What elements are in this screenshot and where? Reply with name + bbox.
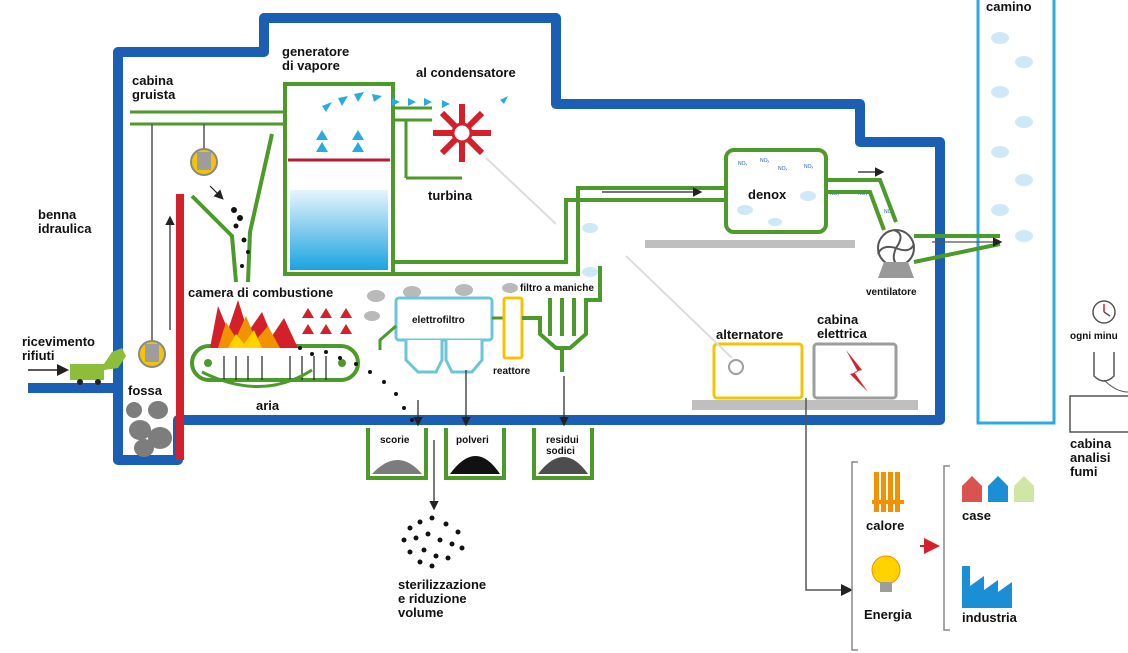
- electrostatic-filter-label: elettrofiltro: [412, 315, 465, 326]
- reactor-label: reattore: [493, 366, 531, 377]
- electrostatic-filter: [394, 296, 494, 374]
- denox-label: denox: [748, 187, 787, 202]
- denox-outlet: [826, 178, 898, 231]
- smoke-puffs: [364, 283, 518, 321]
- nox-molecule: NOₓ: [738, 161, 748, 167]
- bag-filter: [522, 266, 602, 372]
- truck-icon: [70, 348, 126, 385]
- reactor: [502, 296, 524, 360]
- chimney: [976, 0, 1056, 425]
- homes-label: case: [962, 508, 991, 523]
- electrical-cabin-label: cabina elettrica: [817, 312, 867, 341]
- turbine-label: turbina: [428, 188, 473, 203]
- flue-gas-duct: [393, 186, 726, 276]
- steam-generator: [283, 82, 508, 276]
- alternator: [625, 255, 804, 400]
- crane-cabin-label: cabina gruista: [132, 73, 176, 102]
- chimney-smoke: [991, 32, 1033, 242]
- houses-icon: [962, 476, 1034, 502]
- waste-reception-label: ricevimento rifiuti: [22, 334, 95, 363]
- nox-molecule: NOₓ: [884, 209, 894, 215]
- nox-molecule: NOₓ: [760, 158, 770, 164]
- building-outline: [28, 13, 945, 465]
- alternator-label: alternatore: [716, 327, 784, 342]
- discharge-arrows: [413, 370, 569, 511]
- combustion-grate: [190, 344, 360, 388]
- sterilization-label: sterilizzazione e riduzione volume: [398, 577, 487, 620]
- feed-hopper: [190, 133, 274, 283]
- slag-label: scorie: [380, 435, 410, 446]
- dust-label: polveri: [456, 435, 489, 446]
- air-label: aria: [256, 398, 280, 413]
- sterilized-ash-pile: [394, 514, 470, 569]
- bunker-wall: [176, 194, 184, 460]
- steam-generator-label: generatore di vapore: [282, 44, 350, 73]
- heat-triangles: [302, 308, 352, 334]
- waste-bags: [126, 401, 172, 457]
- pit-label: fossa: [128, 383, 162, 398]
- fan-icon: [877, 229, 915, 278]
- energy-label: Energia: [864, 607, 912, 622]
- factory-icon: [962, 566, 1012, 608]
- industry-label: industria: [962, 610, 1017, 625]
- bag-filter-label: filtro a maniche: [520, 283, 594, 294]
- condenser-label: al condensatore: [416, 65, 516, 80]
- every-minute-label: ogni minu: [1070, 331, 1118, 342]
- fossa-grab-icon: [138, 340, 166, 368]
- fan-outlet-duct: [913, 234, 1001, 264]
- energy-brackets: [851, 461, 950, 651]
- heat-label: calore: [866, 518, 905, 533]
- analysis-cabin-label: cabina analisi fumi: [1070, 436, 1112, 479]
- fan-label: ventilatore: [866, 287, 917, 298]
- sodium-residue-label: residui sodici: [546, 435, 579, 457]
- nox-molecule: NOₓ: [778, 166, 788, 172]
- combustion-chamber-label: camera di combustione: [188, 285, 334, 300]
- flames: [210, 300, 298, 348]
- waste-falling: [231, 207, 250, 268]
- crane-grab-icon: [190, 148, 218, 176]
- chimney-label: camino: [986, 0, 1032, 14]
- nox-molecule: NOₓ: [804, 164, 814, 170]
- turbine-icon: [433, 104, 557, 225]
- ash-particles: [298, 346, 414, 422]
- light-bulb-icon: [871, 555, 901, 592]
- denox-unit: NOₓ NOₓ NOₓ NOₓ NOₓ NOₓ NOₓ: [582, 148, 894, 277]
- electrical-cabin: [812, 342, 898, 400]
- residue-piles: [372, 456, 588, 474]
- sampler-icon: [1093, 352, 1115, 382]
- radiator-icon: [872, 472, 904, 512]
- grab-label: benna idraulica: [38, 207, 92, 236]
- analysis-cabin: [1069, 300, 1128, 433]
- crane: [130, 110, 285, 340]
